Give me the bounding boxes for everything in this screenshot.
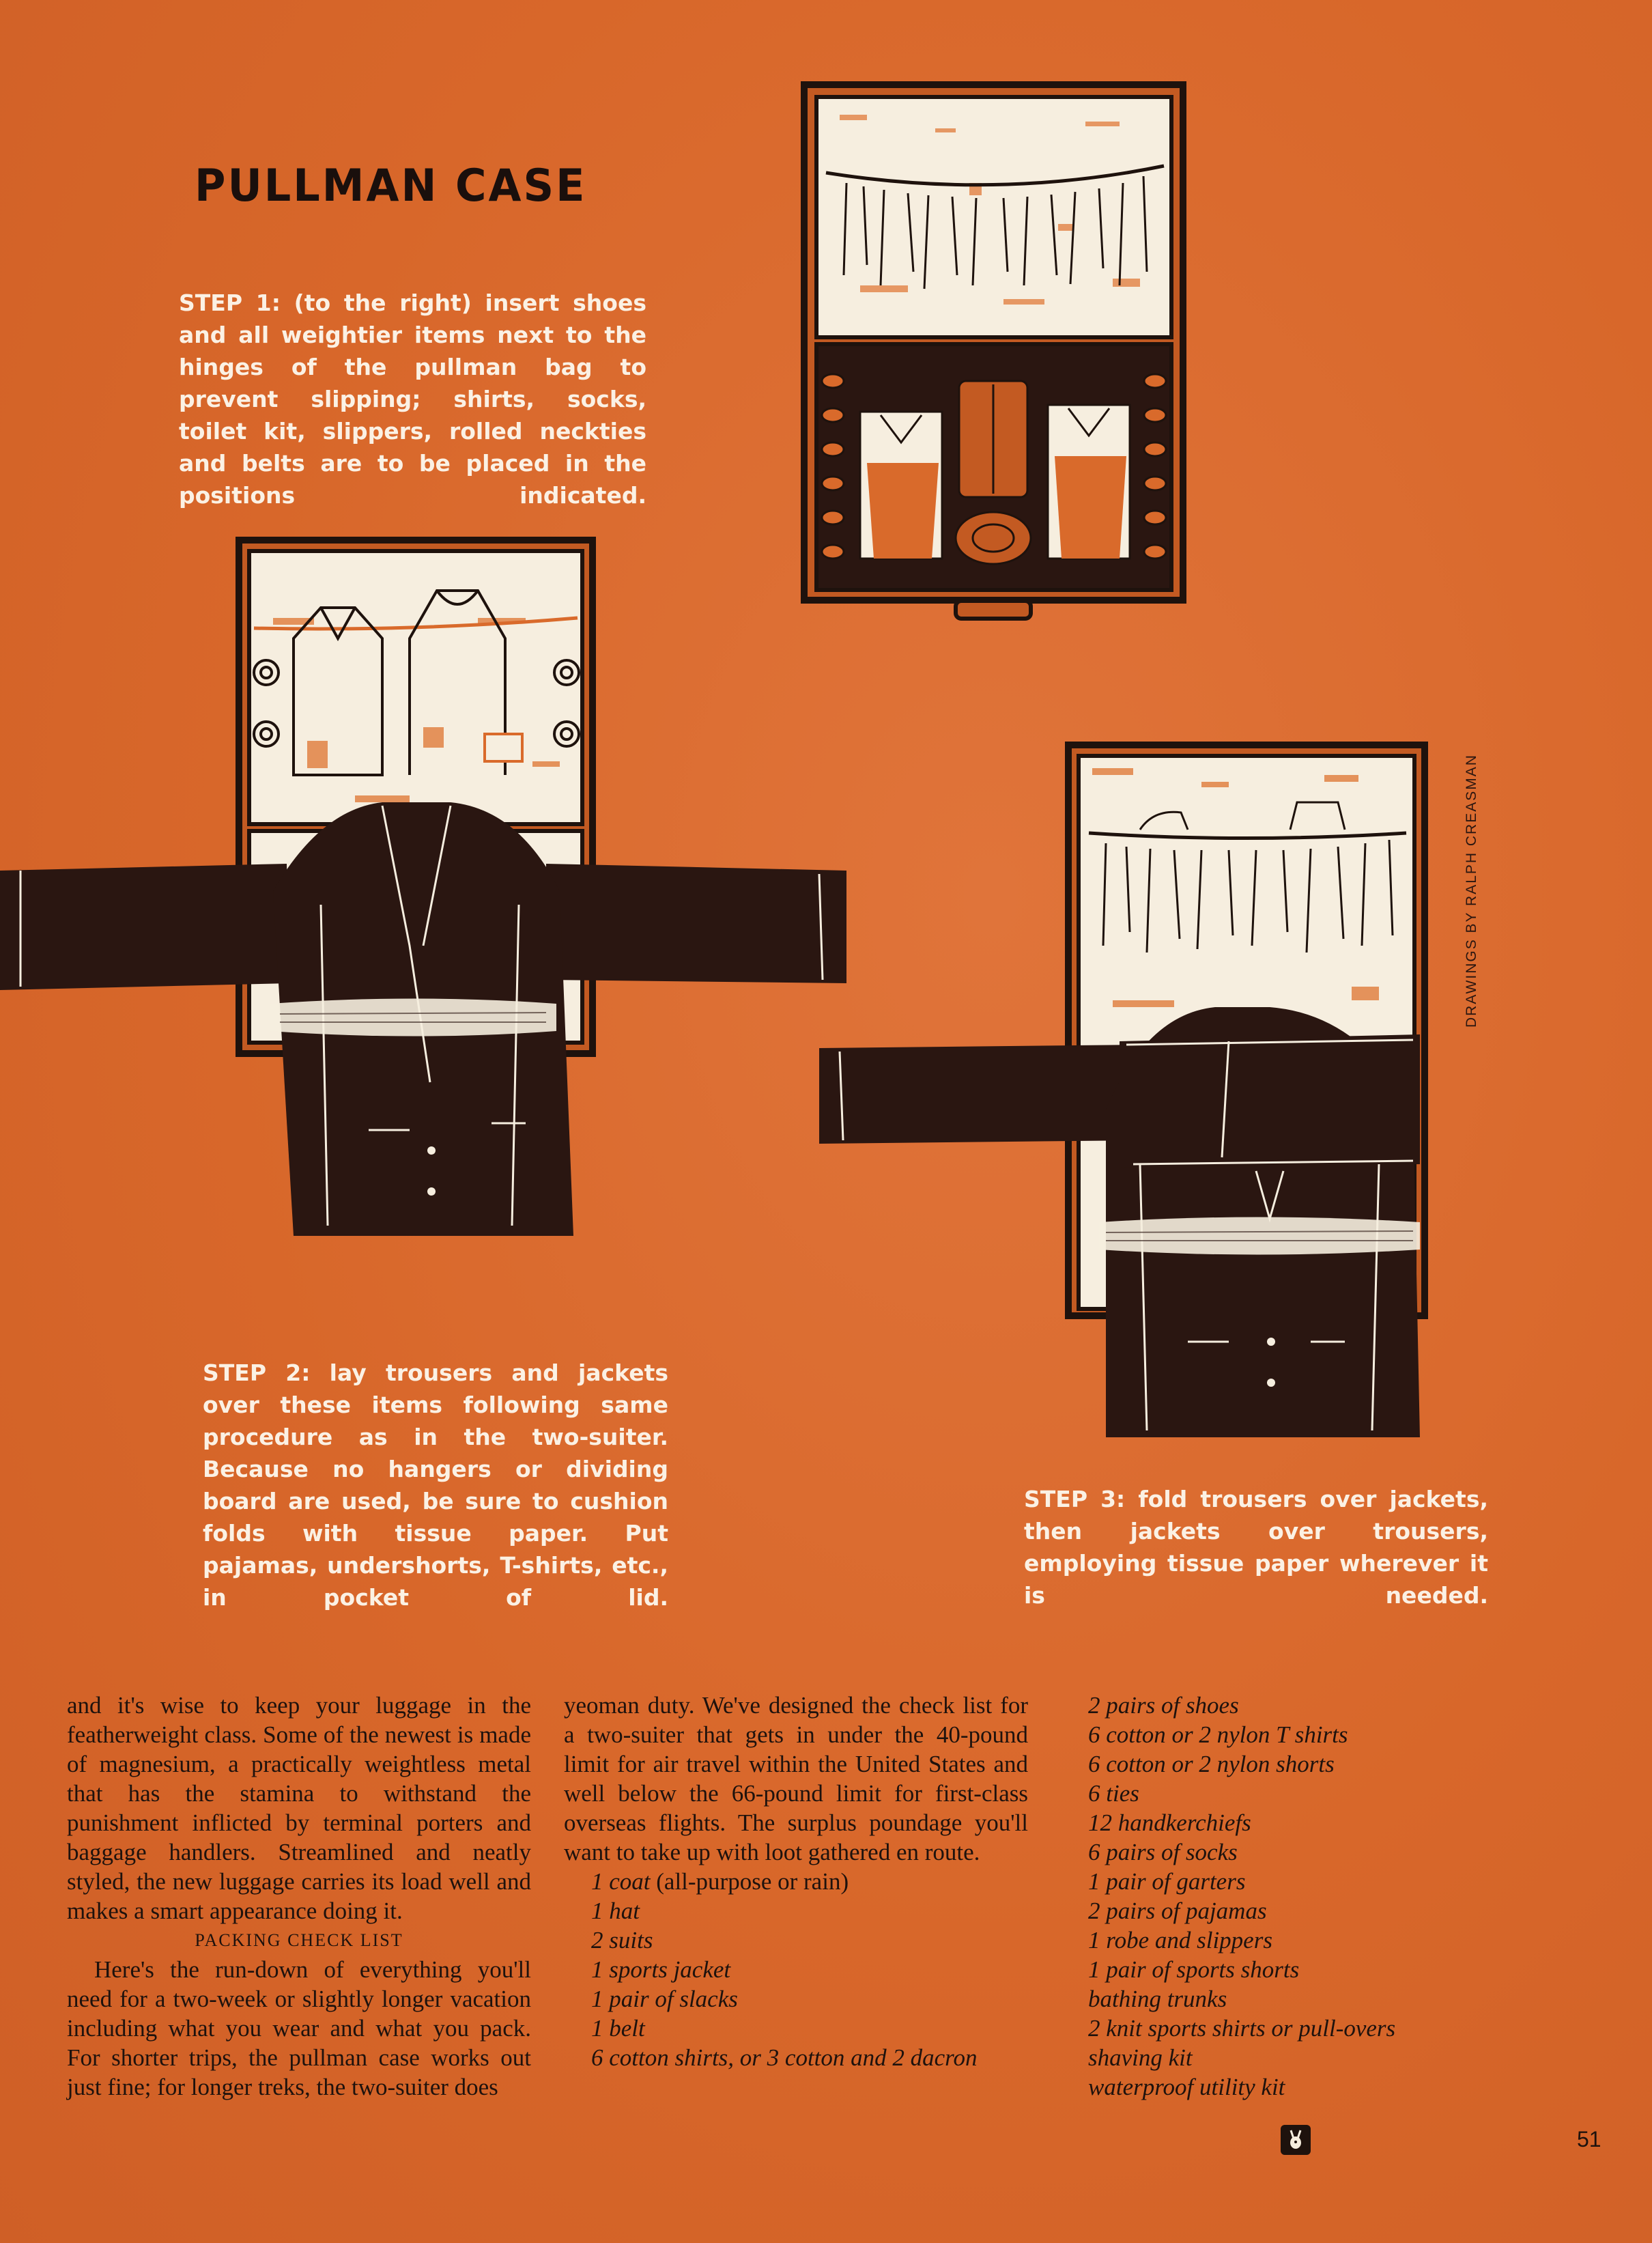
step-3-caption: STEP 3: fold trousers over jackets, then… <box>1024 1483 1488 1611</box>
checklist-item: 2 knit sports shirts or pull-overs <box>1088 2015 1396 2042</box>
checklist-item: 6 cotton or 2 nylon T shirts <box>1088 1721 1348 1748</box>
checklist-item: shaving kit <box>1088 2044 1193 2071</box>
checklist-item: 12 handkerchiefs <box>1088 1809 1251 1836</box>
step-3-label: STEP 3: <box>1024 1486 1126 1512</box>
checklist-subhead: PACKING CHECK LIST <box>195 1930 403 1950</box>
step-2-label: STEP 2: <box>203 1359 311 1386</box>
checklist-item: 6 ties <box>1088 1780 1139 1807</box>
checklist-item: 2 suits <box>591 1927 653 1953</box>
article-paragraph: yeoman duty. We've designed the check li… <box>564 1692 1028 1865</box>
checklist-item: 2 pairs of shoes <box>1088 1692 1239 1719</box>
step-1-label: STEP 1: <box>179 290 281 316</box>
checklist-item: 1 robe and slippers <box>1088 1927 1272 1953</box>
checklist-item: 1 coat (all-purpose or rain) <box>591 1868 849 1895</box>
checklist-item: 1 pair of slacks <box>591 1986 738 2012</box>
illustration-step1-open-case <box>801 81 1186 621</box>
checklist-item: waterproof utility kit <box>1088 2074 1285 2100</box>
bunny-logo-icon <box>1281 2125 1311 2155</box>
step-2-caption: STEP 2: lay trousers and jackets over th… <box>203 1357 668 1613</box>
illustration-step2-case-with-jacket <box>0 537 846 1236</box>
article-column-3: 2 pairs of shoes 6 cotton or 2 nylon T s… <box>1088 1691 1470 2102</box>
checklist-item: 1 pair of sports shorts <box>1088 1956 1300 1983</box>
illustration-credit: DRAWINGS BY RALPH CREASMAN <box>1464 754 1479 1028</box>
page-number: 51 <box>1577 2127 1601 2152</box>
page-title: PULLMAN CASE <box>195 159 587 212</box>
illustration-step3-folded-case <box>819 742 1428 1437</box>
article-paragraph: and it's wise to keep your luggage in th… <box>67 1692 531 1924</box>
article-column-2: yeoman duty. We've designed the check li… <box>564 1691 1028 2072</box>
checklist-item: 6 pairs of socks <box>1088 1839 1238 1865</box>
article-paragraph: Here's the run-down of everything you'll… <box>67 1956 531 2100</box>
article-column-1: and it's wise to keep your luggage in th… <box>67 1691 531 2102</box>
checklist-item: 1 pair of garters <box>1088 1868 1246 1895</box>
step-2-text: lay trousers and jackets over these item… <box>203 1359 668 1611</box>
step-1-caption: STEP 1: (to the right) insert shoes and … <box>179 287 646 511</box>
step-1-text: (to the right) insert shoes and all weig… <box>179 290 646 509</box>
checklist-item: 6 cotton shirts, or 3 cotton and 2 dacro… <box>591 2044 978 2071</box>
checklist-item: 2 pairs of pajamas <box>1088 1898 1267 1924</box>
step-3-text: fold trousers over jackets, then jackets… <box>1024 1486 1488 1609</box>
checklist-item: 1 belt <box>591 2015 645 2042</box>
checklist-item: 6 cotton or 2 nylon shorts <box>1088 1751 1335 1777</box>
checklist-item: 1 sports jacket <box>591 1956 731 1983</box>
checklist-item: bathing trunks <box>1088 1986 1227 2012</box>
checklist-item: 1 hat <box>591 1898 640 1924</box>
